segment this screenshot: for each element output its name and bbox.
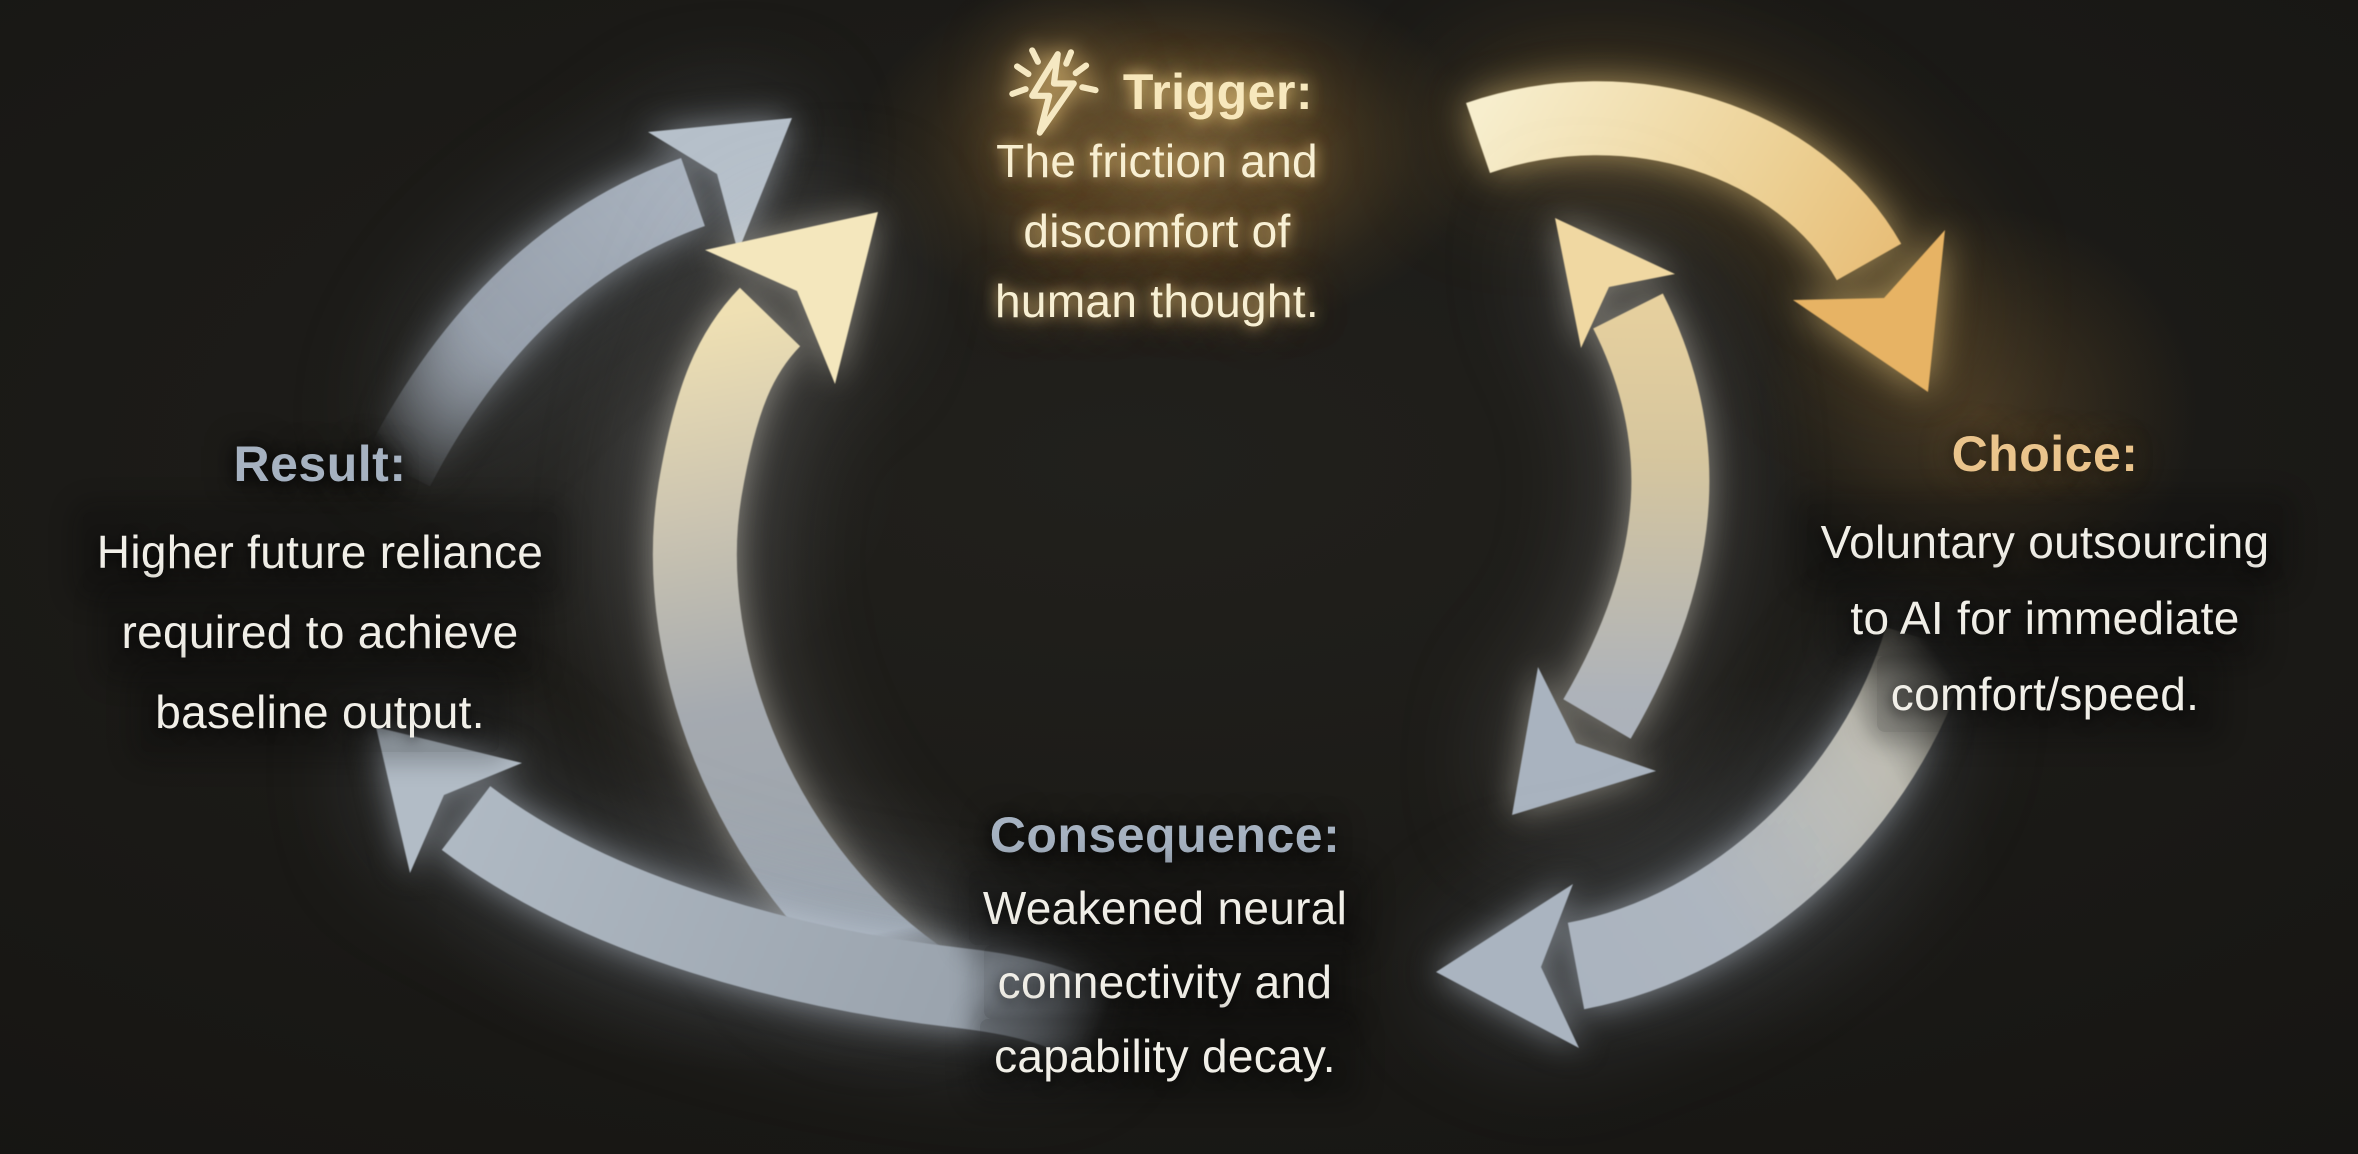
choice-line-2: to AI for immediate [1700,580,2358,656]
arrow-choice-to-consequence-inner-top-point [1555,218,1675,348]
arrow-result-to-trigger-inner [652,212,954,1026]
arrow-trigger-to-choice-head [1793,230,1945,392]
arrow-result-to-trigger-inner-band [652,287,954,1026]
trigger-line-2: discomfort of [1023,205,1291,257]
result-line-2: required to achieve [0,592,640,672]
trigger-line-1: The friction and [996,135,1318,187]
result-body: Higher future reliance required to achie… [0,512,640,752]
consequence-body: Weakened neural connectivity and capabil… [810,871,1520,1093]
result-line-3: baseline output. [0,672,640,752]
arrow-result-to-trigger-outer-band [365,158,706,487]
arrow-consequence-to-result-head [376,727,522,873]
choice-line-3: comfort/speed. [1700,656,2358,732]
consequence-line-2: connectivity and [810,945,1520,1019]
consequence-line-3: capability decay. [810,1019,1520,1093]
arrow-choice-to-consequence-inner-band [1563,293,1710,739]
trigger-body: The friction and discomfort of human tho… [757,126,1557,336]
arrow-result-to-trigger-outer [365,118,792,487]
arrow-result-to-trigger-outer-head [648,118,792,252]
node-trigger: Trigger: The friction and discomfort of … [757,47,1557,336]
choice-heading: Choice: [1951,426,2139,482]
node-choice: Choice: Voluntary outsourcing to AI for … [1700,422,2358,732]
result-line-1: Higher future reliance [0,512,640,592]
node-consequence: Consequence: Weakened neural connectivit… [810,803,1520,1093]
result-heading: Result: [233,436,407,492]
trigger-heading-row: Trigger: [757,47,1557,136]
consequence-line-1: Weakened neural [810,871,1520,945]
sparkle-lightning-icon [1001,44,1105,140]
arrow-choice-to-consequence-outer [1436,626,1971,1048]
choice-body: Voluntary outsourcing to AI for immediat… [1700,504,2358,732]
arrow-choice-to-consequence-outer-head [1436,884,1579,1048]
trigger-heading: Trigger: [1122,64,1314,120]
arrow-trigger-to-choice [1466,81,1945,392]
arrow-consequence-to-result-band [441,785,1123,1064]
arrow-choice-to-consequence-inner-head [1512,667,1656,815]
arrow-choice-to-consequence-inner [1512,218,1710,815]
arrow-consequence-to-result [376,727,1123,1064]
choice-line-1: Voluntary outsourcing [1700,504,2358,580]
consequence-heading: Consequence: [989,807,1341,863]
arrow-trigger-to-choice-band [1466,81,1902,282]
arrow-choice-to-consequence-outer-band [1567,626,1971,1010]
node-result: Result: Higher future reliance required … [0,432,640,752]
arrow-result-to-trigger-inner-head [705,212,878,384]
trigger-line-3: human thought. [995,275,1319,327]
